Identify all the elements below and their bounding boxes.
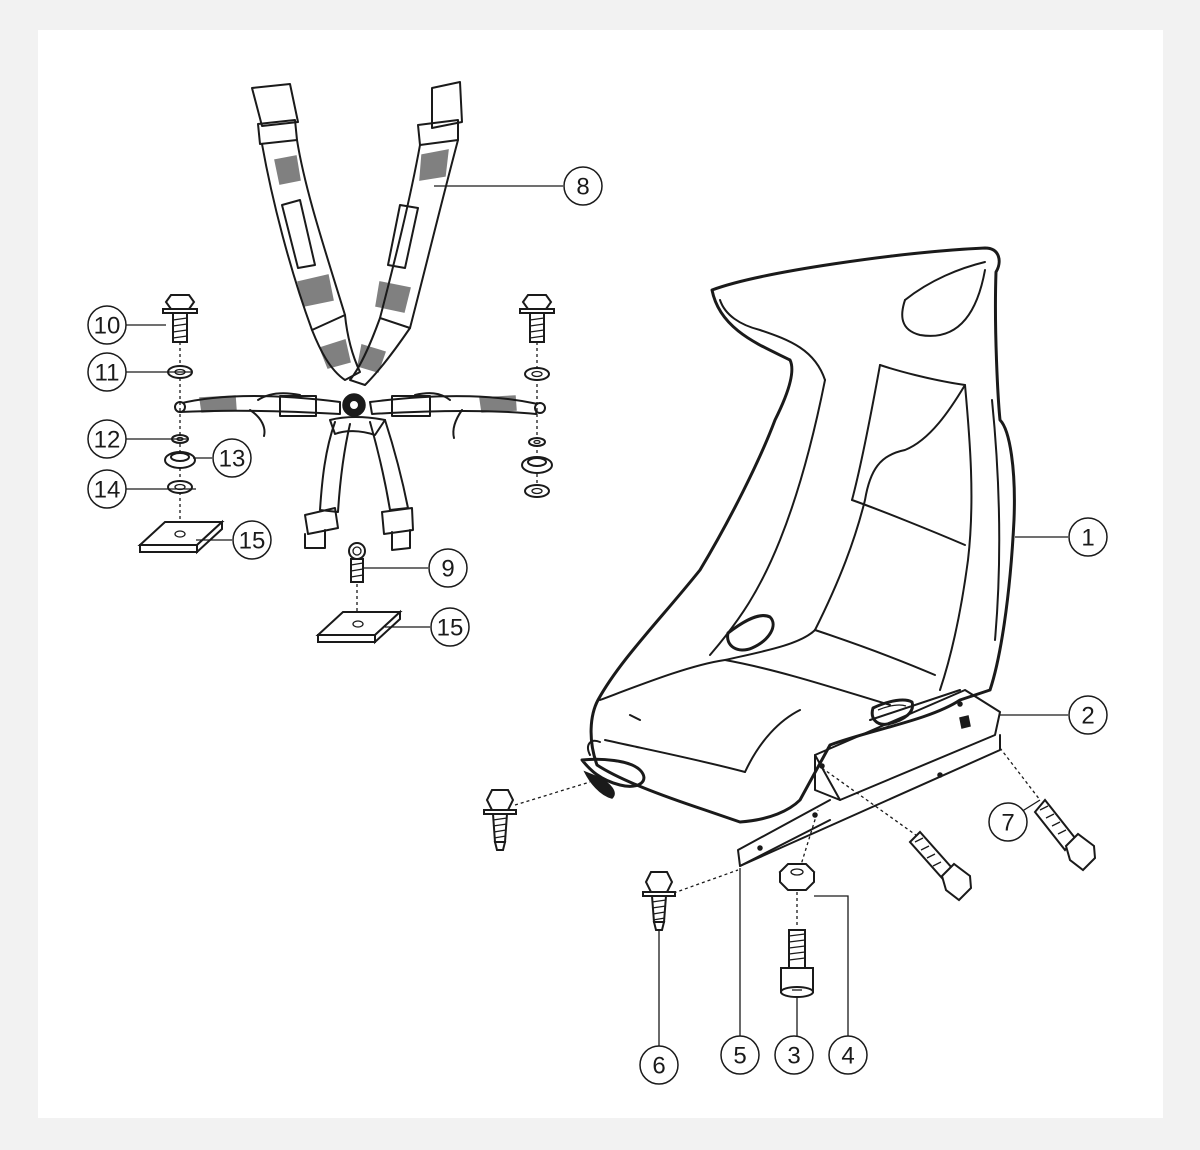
callout-4: 4: [828, 1035, 868, 1075]
callout-label: 8: [576, 174, 589, 201]
callout-label: 3: [787, 1043, 800, 1070]
flange-bolt-front: [483, 781, 591, 851]
seat-mount-bracket: [737, 689, 1001, 867]
callout-label: 6: [652, 1053, 665, 1080]
diagram-sheet: [38, 30, 1163, 1118]
callout-12: 12: [87, 419, 127, 459]
nut-and-cap-screw: [778, 809, 819, 998]
callout-label: 15: [437, 615, 464, 642]
callout-5: 5: [720, 1035, 760, 1075]
callout-8: 8: [563, 166, 603, 206]
callout-15-left: 15: [232, 520, 272, 560]
callout-label: 10: [94, 313, 121, 340]
callout-1: 1: [1068, 517, 1108, 557]
callout-label: 14: [94, 477, 121, 504]
harness-mount-hardware-right: [519, 294, 555, 498]
callout-3: 3: [774, 1035, 814, 1075]
flange-bolt-6: [642, 869, 739, 931]
callout-label: 13: [219, 446, 246, 473]
callout-6: 6: [639, 1045, 679, 1085]
callout-label: 15: [239, 528, 266, 555]
seat-buckle-mount: [580, 739, 646, 799]
callout-13: 13: [212, 438, 252, 478]
callout-label: 4: [841, 1043, 854, 1070]
callout-9: 9: [428, 548, 468, 588]
callout-11: 11: [87, 352, 127, 392]
callout-label: 1: [1081, 525, 1094, 552]
callout-label: 2: [1081, 703, 1094, 730]
callout-label: 5: [733, 1043, 746, 1070]
callout-10: 10: [87, 305, 127, 345]
callout-7: 7: [988, 802, 1028, 842]
callout-2: 2: [1068, 695, 1108, 735]
callout-label: 9: [441, 556, 454, 583]
callout-label: 11: [95, 360, 120, 387]
callout-15-center: 15: [430, 607, 470, 647]
racing-seat: [589, 246, 1016, 824]
long-bolts: [821, 747, 1097, 902]
racing-harness: [174, 81, 546, 551]
harness-mount-hardware-left: [137, 294, 225, 555]
callout-14: 14: [87, 469, 127, 509]
callout-label: 12: [94, 427, 121, 454]
callout-label: 7: [1001, 810, 1014, 837]
leader-lines: [119, 185, 1068, 1046]
